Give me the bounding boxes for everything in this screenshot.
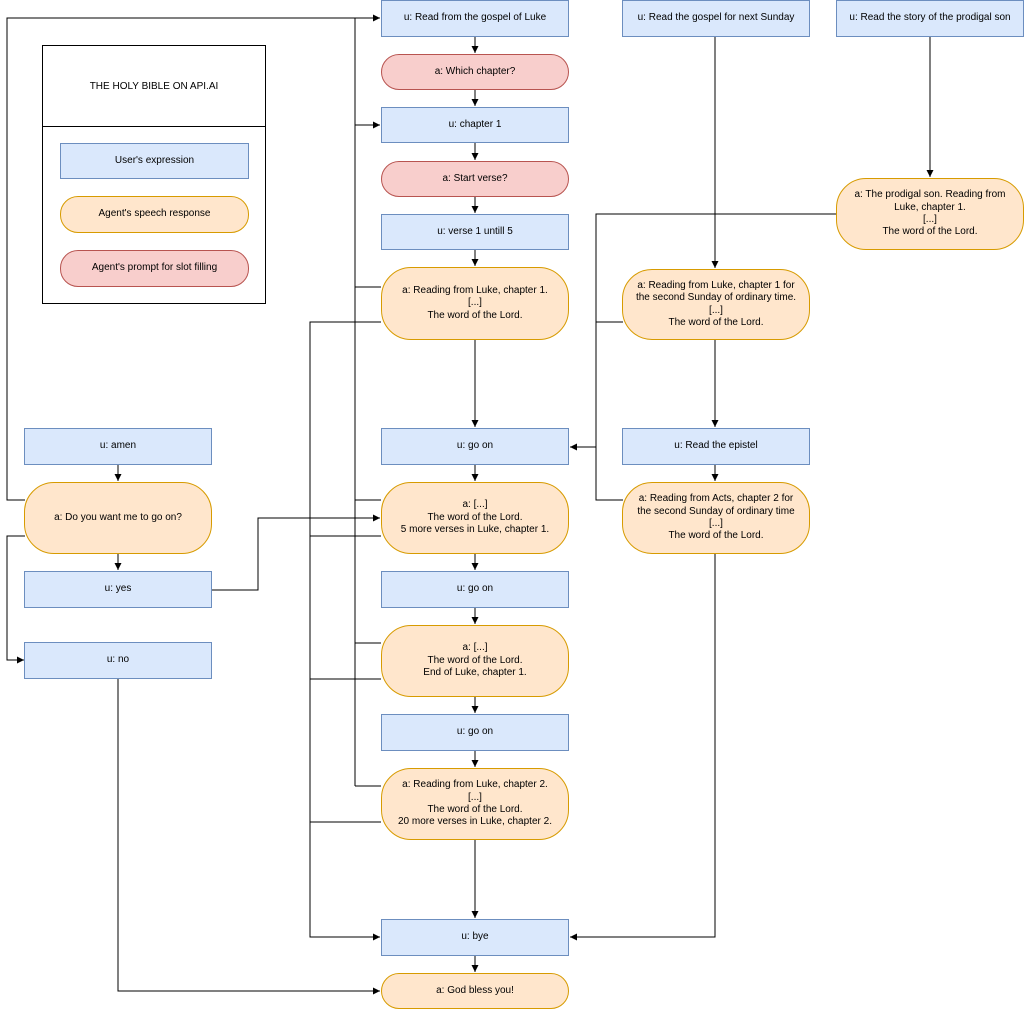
node-read-gospel-luke: u: Read from the gospel of Luke xyxy=(381,0,569,37)
legend-title: THE HOLY BIBLE ON API.AI xyxy=(43,46,265,127)
node-reading-luke-ch1: a: Reading from Luke, chapter 1. [...] T… xyxy=(381,267,569,340)
legend-user-expression: User's expression xyxy=(60,143,249,179)
legend-speech-response: Agent's speech response xyxy=(60,196,249,233)
edge-acts-to-bye xyxy=(570,554,716,941)
node-start-verse: a: Start verse? xyxy=(381,161,569,197)
node-go-on-1: u: go on xyxy=(381,428,569,465)
legend-box: THE HOLY BIBLE ON API.AI User's expressi… xyxy=(42,45,266,304)
node-go-on-3: u: go on xyxy=(381,714,569,751)
node-read-epistel: u: Read the epistel xyxy=(622,428,810,465)
edge-want-go-on-to-no xyxy=(6,535,25,664)
node-read-gospel-next-sunday: u: Read the gospel for next Sunday xyxy=(622,0,810,37)
node-reading-luke-second-sunday: a: Reading from Luke, chapter 1 for the … xyxy=(622,269,810,340)
node-go-on-2: u: go on xyxy=(381,571,569,608)
node-prodigal-son-response: a: The prodigal son. Reading from Luke, … xyxy=(836,178,1024,250)
node-which-chapter: a: Which chapter? xyxy=(381,54,569,90)
edge-want-go-on-to-read-luke xyxy=(6,14,380,501)
edge-bus-to-go-on xyxy=(570,213,837,451)
node-end-luke-ch1: a: [...] The word of the Lord. End of Lu… xyxy=(381,625,569,697)
node-yes: u: yes xyxy=(24,571,212,608)
node-want-go-on: a: Do you want me to go on? xyxy=(24,482,212,554)
legend-slot-prompt: Agent's prompt for slot filling xyxy=(60,250,249,287)
node-read-prodigal-son: u: Read the story of the prodigal son xyxy=(836,0,1024,37)
node-reading-acts: a: Reading from Acts, chapter 2 for the … xyxy=(622,482,810,554)
node-reading-luke-ch2: a: Reading from Luke, chapter 2. [...] T… xyxy=(381,768,569,840)
edge-no-to-god-bless xyxy=(117,679,380,995)
node-god-bless: a: God bless you! xyxy=(381,973,569,1009)
node-more-verses-luke-ch1: a: [...] The word of the Lord. 5 more ve… xyxy=(381,482,569,554)
node-amen: u: amen xyxy=(24,428,212,465)
edge-yes-to-more-verses xyxy=(212,514,380,591)
node-no: u: no xyxy=(24,642,212,679)
node-chapter-1: u: chapter 1 xyxy=(381,107,569,143)
node-verse-1-until-5: u: verse 1 untill 5 xyxy=(381,214,569,250)
node-bye: u: bye xyxy=(381,919,569,956)
edge-bus-to-bye xyxy=(309,321,381,941)
